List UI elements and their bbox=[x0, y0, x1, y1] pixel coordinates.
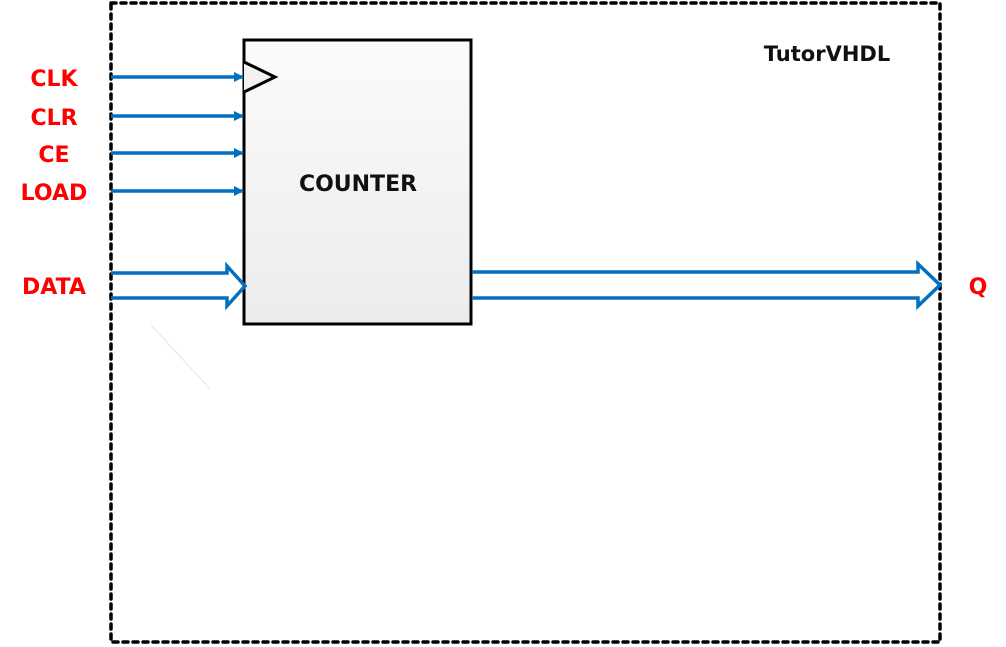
data-bus-arrow bbox=[111, 261, 248, 311]
signal-label-clk: CLK bbox=[30, 67, 78, 92]
signal-label-q: Q bbox=[969, 275, 988, 300]
q-bus-arrow bbox=[472, 259, 943, 311]
signal-label-data: DATA bbox=[22, 275, 86, 300]
signal-label-load: LOAD bbox=[21, 181, 88, 206]
clock-triangle-icon bbox=[243, 60, 279, 94]
stray-line bbox=[150, 324, 212, 391]
counter-block bbox=[242, 38, 473, 326]
entity-boundary bbox=[109, 1, 942, 644]
diagram-title: TutorVHDL bbox=[764, 42, 890, 66]
signal-label-ce: CE bbox=[38, 143, 69, 168]
signal-label-clr: CLR bbox=[30, 106, 77, 131]
counter-block-label: COUNTER bbox=[299, 172, 417, 197]
